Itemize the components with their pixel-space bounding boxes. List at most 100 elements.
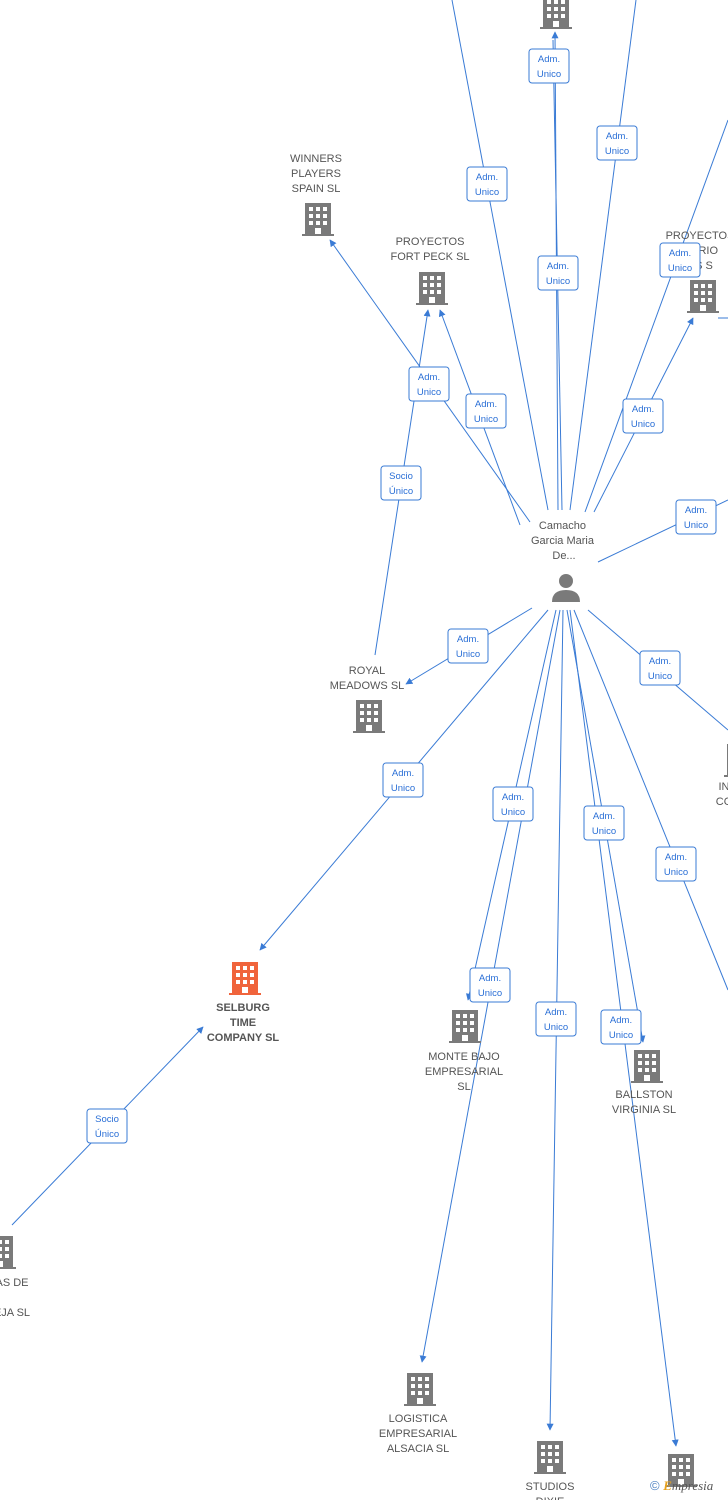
edge-label-e-projright[interactable]: Adm.Unico	[659, 242, 701, 278]
edge-label-line: Adm.	[665, 852, 687, 863]
edge-label-text: Adm.Unico	[684, 505, 708, 531]
edge-label-line: Socio	[95, 1114, 119, 1125]
edge-label-e-monte2[interactable]: Adm.Unico	[469, 967, 511, 1003]
building-icon	[404, 1373, 436, 1406]
edge-label-e-rightlower[interactable]: Adm.Unico	[655, 846, 697, 882]
company-label-line: PLAYERS	[291, 168, 341, 180]
edge-label-line: Único	[389, 486, 413, 497]
edge-label-box	[466, 166, 508, 202]
edge-label-text: Adm. Unico	[391, 768, 415, 794]
company-label-line: WINNERS	[290, 153, 342, 165]
edge-label-e-selburg[interactable]: Adm. Unico	[382, 762, 424, 798]
edge-label-box	[659, 242, 701, 278]
company-label-line: ROYAL	[349, 665, 385, 677]
edge-label-line: Adm.	[457, 634, 479, 645]
edge-label-e-studios[interactable]: Adm.Unico	[535, 1001, 577, 1037]
edge-label-e-royal[interactable]: Adm. Unico	[447, 628, 489, 664]
edge-label-e-ballston2[interactable]: Adm.Unico	[600, 1009, 642, 1045]
edge-label-text: Adm.Unico	[664, 852, 688, 878]
edge-label-line: Unico	[456, 649, 480, 660]
company-label-line: ALSACIA SL	[387, 1443, 449, 1455]
edge-label-box	[600, 1009, 642, 1045]
edge-label-e-topleft[interactable]: Adm.Unico	[466, 166, 508, 202]
edge-label-box	[528, 48, 570, 84]
edge-label-e-topright[interactable]: Adm.Unico	[596, 125, 638, 161]
edge-label-text: Adm.Unico	[631, 404, 655, 430]
edge-label-e-center[interactable]: Adm.Unico	[537, 255, 579, 291]
person-icon	[552, 574, 580, 602]
edge-label-e-farright[interactable]: Adm.Unico	[675, 499, 717, 535]
edge-label-text: Adm.Unico	[474, 399, 498, 425]
person-node[interactable]: Camacho Garcia Maria De...	[531, 520, 597, 602]
company-label-line: PROYECTOS	[396, 236, 465, 248]
edge-label-line: Adm.	[669, 248, 691, 259]
edge-label-box	[469, 967, 511, 1003]
edge-label-e-fortpeck2[interactable]: Adm.Unico	[465, 393, 507, 429]
edge-label-line: Unico	[684, 520, 708, 531]
edge-label-box	[408, 366, 450, 402]
edge-label-box	[380, 465, 422, 501]
edge-label-e-fortpeck1[interactable]: Adm. Unico	[408, 366, 450, 402]
company-label-line: EMPRESARIAL	[425, 1066, 503, 1078]
edge-label-line: Adm.	[538, 54, 560, 65]
edge-line	[569, 0, 637, 511]
company-label-line: CO	[716, 796, 728, 808]
edge-label-text: Adm.Unico	[501, 792, 525, 818]
company-label-line: LOGISTICA	[389, 1413, 448, 1425]
company-label-line: FORT PECK SL	[390, 251, 469, 263]
edge-label-line: Adm.	[479, 973, 501, 984]
edge-label-box	[465, 393, 507, 429]
company-label-line: MONTE BAJO	[428, 1051, 500, 1063]
edge-label-line: Unico	[391, 783, 415, 794]
edge-label-text: Adm.Unico	[544, 1007, 568, 1033]
edge-label-e-monte1[interactable]: Adm.Unico	[492, 786, 534, 822]
edge-label-box	[382, 762, 424, 798]
edge-label-e-ballston1[interactable]: Adm.Unico	[583, 805, 625, 841]
edge-label-box	[86, 1108, 128, 1144]
empresia-logo: Empresia	[663, 1478, 714, 1493]
company-node-top[interactable]	[540, 0, 572, 29]
edge-label-e-top[interactable]: Adm. Unico	[528, 48, 570, 84]
building-icon	[229, 962, 261, 995]
company-label-line: SPAIN SL	[292, 183, 341, 195]
edge-label-box	[675, 499, 717, 535]
company-node-left-bottom[interactable]: AS DEEJA SL	[0, 1236, 30, 1319]
edge-label-line: Adm.	[649, 656, 671, 667]
edge-label-line: Socio	[389, 471, 413, 482]
edge-label-line: Unico	[417, 387, 441, 398]
company-label-line: TIME	[230, 1017, 256, 1029]
edge-label-box	[639, 650, 681, 686]
edge-line	[451, 0, 549, 511]
edge-label-text: Adm.Unico	[475, 172, 499, 198]
company-node-fortpeck[interactable]: PROYECTOS FORT PECK SL	[390, 236, 470, 305]
company-label-line: DIXIE	[536, 1496, 565, 1500]
company-label-line: VIRGINIA SL	[612, 1104, 676, 1116]
edge-label-e-projright2[interactable]: Adm.Unico	[622, 398, 664, 434]
edge-label-e-rightmid[interactable]: Adm.Unico	[639, 650, 681, 686]
company-node-studios[interactable]: STUDIOSDIXIE	[526, 1441, 575, 1500]
edge-label-line: Unico	[537, 69, 561, 80]
edge-line	[573, 609, 728, 991]
edge-label-line: Unico	[474, 414, 498, 425]
edge-label-line: Único	[95, 1129, 119, 1140]
edge-label-line: Adm.	[476, 172, 498, 183]
company-label-line: COMPANY SL	[207, 1032, 280, 1044]
building-icon	[302, 203, 334, 236]
edge-label-line: Adm.	[392, 768, 414, 779]
edge-label-line: Adm.	[418, 372, 440, 383]
company-node-winners[interactable]: WINNERS PLAYERS SPAIN SL	[290, 153, 342, 236]
edge-label-line: Unico	[501, 807, 525, 818]
edge-label-text: Adm.Unico	[668, 248, 692, 274]
edge-label-text: Adm. Unico	[537, 54, 561, 80]
